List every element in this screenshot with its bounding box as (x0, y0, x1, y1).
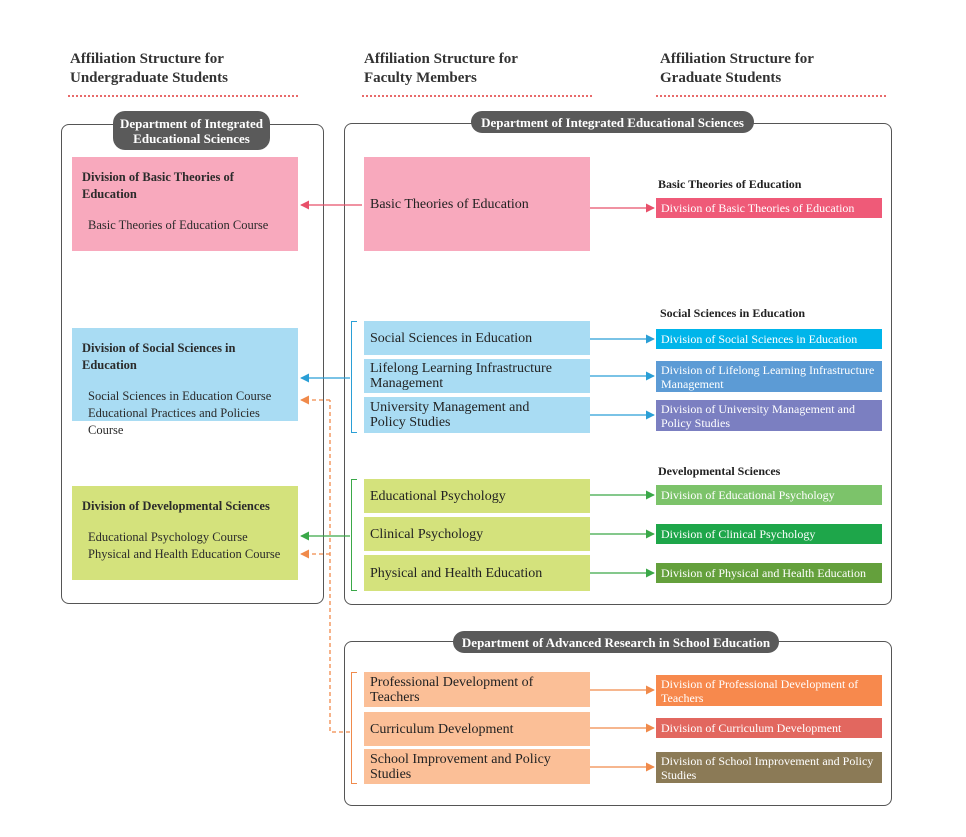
bracket-developmental (351, 479, 357, 591)
graduate-division-curriculum: Division of Curriculum Development (656, 718, 882, 738)
graduate-division-school-improvement: Division of School Improvement and Polic… (656, 752, 882, 783)
course-name: Physical and Health Education Course (88, 547, 281, 561)
faculty-professional-development: Professional Development of Teachers (364, 672, 590, 707)
header-underline (656, 95, 886, 97)
dept-pill-advanced: Department of Advanced Research in Schoo… (453, 631, 779, 653)
graduate-label-basic: Basic Theories of Education (658, 177, 802, 191)
faculty-basic-theories: Basic Theories of Education (364, 157, 590, 251)
header-graduate: Affiliation Structure for Graduate Stude… (660, 51, 814, 86)
graduate-division-social: Division of Social Sciences in Education (656, 329, 882, 349)
graduate-division-university: Division of University Management and Po… (656, 400, 882, 431)
faculty-physical-health: Physical and Health Education (364, 555, 590, 591)
division-title: Division of Basic Theories of Education (82, 170, 234, 201)
course-name: Basic Theories of Education Course (88, 218, 269, 232)
bracket-advanced (351, 672, 357, 784)
graduate-label-social: Social Sciences in Education (660, 306, 806, 320)
dept-pill-integrated: Department of Integrated Educational Sci… (471, 111, 754, 133)
undergrad-division-social: Division of Social Sciences in Education… (72, 328, 298, 437)
header-underline (68, 95, 298, 97)
graduate-division-clinical-psychology: Division of Clinical Psychology (656, 524, 882, 544)
faculty-clinical-psychology: Clinical Psychology (364, 517, 590, 551)
division-title: Division of Developmental Sciences (82, 499, 270, 513)
graduate-division-lifelong: Division of Lifelong Learning Infrastruc… (656, 361, 882, 392)
graduate-division-professional-development: Division of Professional Development of … (656, 675, 882, 706)
header-faculty: Affiliation Structure for Faculty Member… (364, 51, 518, 86)
division-title: Division of Social Sciences in Education (82, 341, 236, 372)
faculty-educational-psychology: Educational Psychology (364, 479, 590, 513)
graduate-division-physical-health: Division of Physical and Health Educatio… (656, 563, 882, 583)
graduate-division-educational-psychology: Division of Educational Psychology (656, 485, 882, 505)
graduate-label-developmental: Developmental Sciences (658, 464, 781, 478)
header-undergraduate: Affiliation Structure for Undergraduate … (70, 51, 228, 86)
faculty-lifelong-learning: Lifelong Learning Infrastructure Managem… (364, 359, 590, 393)
faculty-social-sciences: Social Sciences in Education (364, 321, 590, 355)
faculty-school-improvement: School Improvement and Policy Studies (364, 749, 590, 784)
dashed-advanced-to-undergrad (329, 400, 350, 733)
header-underline (362, 95, 592, 97)
course-name: Social Sciences in Education Course (88, 389, 272, 403)
course-name: Educational Practices and Policies Cours… (88, 406, 260, 437)
dept-pill-undergrad: Department of Integrated Educational Sci… (113, 111, 270, 150)
graduate-division-basic: Division of Basic Theories of Education (656, 198, 882, 218)
faculty-university-management: University Management and Policy Studies (364, 397, 590, 433)
undergrad-division-developmental: Division of Developmental Sciences Educa… (72, 486, 298, 580)
faculty-curriculum-development: Curriculum Development (364, 712, 590, 746)
undergrad-division-basic: Division of Basic Theories of Education … (72, 157, 298, 251)
bracket-social (351, 321, 357, 433)
course-name: Educational Psychology Course (88, 530, 248, 544)
